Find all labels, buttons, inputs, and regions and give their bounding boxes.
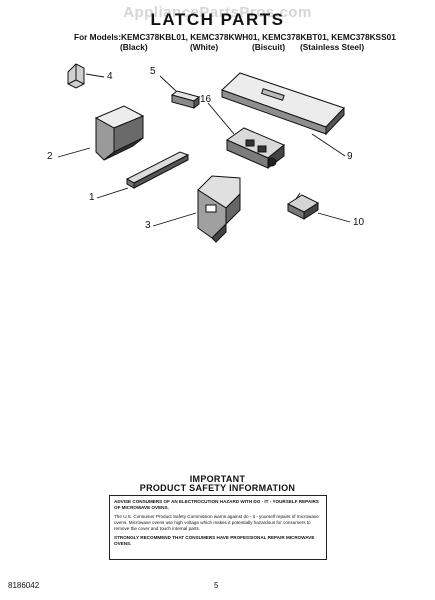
- color-label: (White): [190, 42, 219, 52]
- callout-16: 16: [200, 94, 212, 105]
- callout-2: 2: [47, 151, 53, 162]
- callout-9: 9: [347, 151, 353, 162]
- safety-warning-cpsc: The U.S. Consumer Product Safety Commiss…: [114, 514, 319, 531]
- safety-heading-title: PRODUCT SAFETY INFORMATION: [139, 483, 296, 493]
- models-line: For Models:KEMC378KBL01, KEMC378KWH01, K…: [74, 32, 396, 42]
- callout-1: 1: [89, 192, 95, 203]
- color-label: (Black): [120, 42, 148, 52]
- part-4-bracket: [67, 63, 85, 89]
- watermark: AppliancePartsPros.com: [123, 4, 312, 21]
- models-label: For Models:: [74, 32, 122, 42]
- part-9-latch-plate: [221, 72, 345, 136]
- part-10-switch: [286, 192, 320, 220]
- callout-10: 10: [353, 217, 365, 228]
- part-5-actuator: [170, 90, 201, 110]
- page-number: 5: [214, 581, 219, 590]
- safety-heading-important: IMPORTANT: [189, 474, 246, 484]
- part-3-mounting-bracket: [197, 175, 241, 243]
- safety-warning-recommend: STRONGLY RECOMMEND THAT CONSUMERS HAVE P…: [114, 535, 315, 546]
- model-number: KEMC378KWH01,: [190, 32, 260, 42]
- color-label: (Stainless Steel): [300, 42, 365, 52]
- part-16-switch-assembly: [225, 127, 285, 169]
- part-1-strip: [125, 151, 190, 189]
- part-2-latch-housing: [94, 105, 145, 161]
- safety-warning-advise: ADVISE CONSUMERS OF AN ELECTROCUTION HAZ…: [114, 499, 319, 510]
- callout-4: 4: [107, 71, 113, 82]
- model-number: KEMC378KBL01,: [121, 32, 188, 42]
- safety-heading: IMPORTANT PRODUCT SAFETY INFORMATION: [0, 475, 435, 493]
- document-number: 8186042: [8, 581, 40, 590]
- callout-5: 5: [150, 66, 156, 77]
- page-title: LATCH PARTS: [150, 10, 285, 29]
- callout-3: 3: [145, 220, 151, 231]
- safety-notice-box: ADVISE CONSUMERS OF AN ELECTROCUTION HAZ…: [109, 495, 327, 560]
- model-number: KEMC378KSS01: [331, 32, 396, 42]
- model-number: KEMC378KBT01,: [262, 32, 329, 42]
- color-label: (Biscuit): [252, 42, 286, 52]
